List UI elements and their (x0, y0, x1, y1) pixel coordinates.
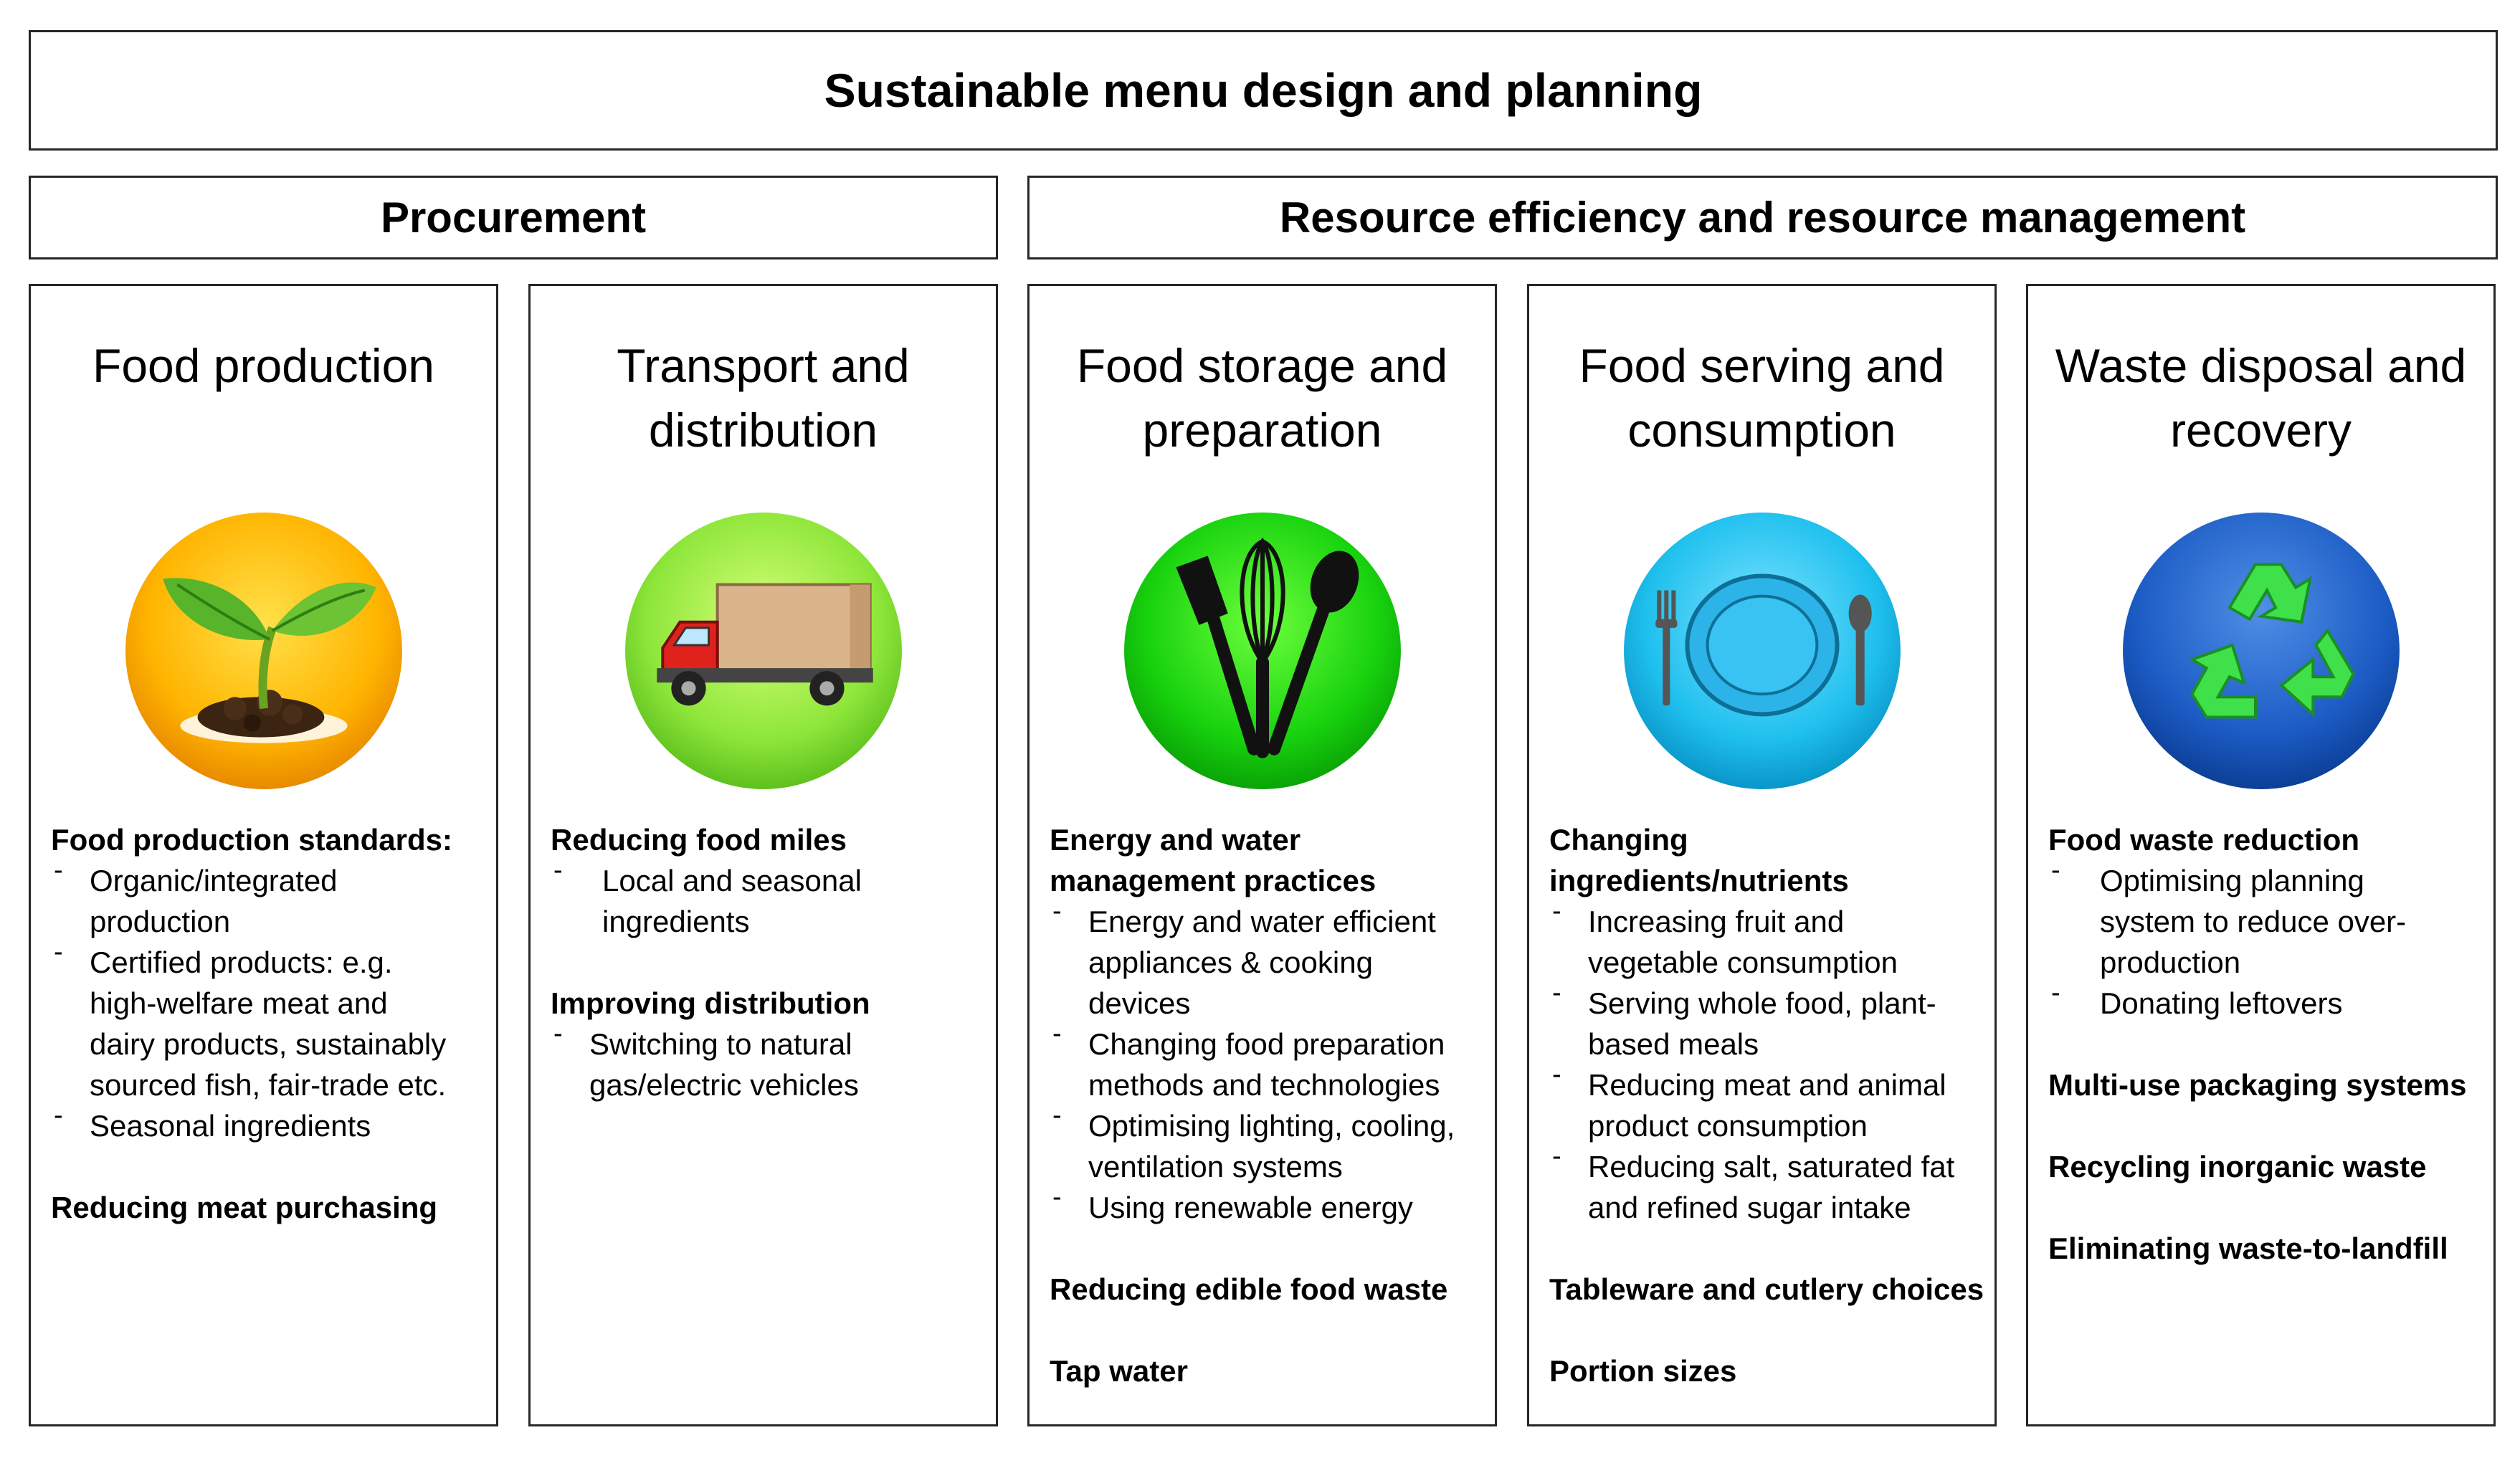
column-waste-disposal-recovery: Waste disposal and recovery (2026, 284, 2496, 1426)
column-food-serving-consumption: Food serving and consumption (1527, 284, 1997, 1426)
list-item: Optimising lighting, cooling, ventilatio… (1050, 1095, 1488, 1187)
list-item: Switching to natural gas/electric vehicl… (551, 1014, 989, 1105)
section-heading: Reducing food miles (551, 823, 847, 857)
list-item: Increasing fruit and vegetable consumpti… (1549, 891, 1987, 983)
section-heading: Energy and water management practices (1050, 823, 1377, 897)
section-heading: Eliminating waste-to-landfill (2048, 1231, 2448, 1265)
list-item: Local and seasonal ingredients (551, 850, 989, 942)
seedling-icon (120, 507, 408, 795)
list-item: Certified products: e.g. high-welfare me… (51, 932, 489, 1105)
list-item: Using renewable energy (1050, 1177, 1488, 1228)
diagram-title: Sustainable menu design and planning (824, 64, 1703, 117)
kitchen-utensils-icon (1118, 507, 1407, 795)
group-resource-efficiency: Resource efficiency and resource managem… (1027, 176, 2498, 259)
list-item: Energy and water efficient appliances & … (1050, 891, 1488, 1024)
list-item: Reducing salt, saturated fat and refined… (1549, 1136, 1987, 1228)
column-title: Food production (92, 339, 434, 392)
list-item: Seasonal ingredients (51, 1095, 489, 1146)
section-heading: Reducing meat purchasing (51, 1191, 438, 1224)
column-title: Transport and distribution (617, 339, 910, 457)
section-heading: Portion sizes (1549, 1354, 1737, 1388)
section-heading: Tableware and cutlery choices (1549, 1272, 1984, 1306)
plate-cutlery-icon (1618, 507, 1906, 795)
group-resource-efficiency-title: Resource efficiency and resource managem… (1279, 194, 2246, 242)
column-food-production: Food production (29, 284, 498, 1426)
list-item: Optimising planning system to reduce ove… (2048, 850, 2486, 983)
section-heading: Food production standards: (51, 823, 452, 857)
list-item: Donating leftovers (2048, 973, 2486, 1024)
truck-icon (619, 507, 908, 795)
recycle-icon (2117, 507, 2405, 795)
list-item: Changing food preparation methods and te… (1050, 1014, 1488, 1105)
list-item: Organic/integrated production (51, 850, 489, 942)
section-heading: Recycling inorganic waste (2048, 1150, 2427, 1183)
column-items: Food waste reduction Optimising planning… (2048, 819, 2486, 1269)
column-items: Food production standards: Organic/integ… (51, 819, 489, 1228)
group-procurement-title: Procurement (380, 194, 647, 242)
section-heading: Improving distribution (551, 986, 870, 1020)
column-items: Changing ingredients/nutrients Increasin… (1549, 819, 1987, 1391)
column-title: Waste disposal and recovery (2055, 339, 2467, 457)
list-item: Reducing meat and animal product consump… (1549, 1054, 1987, 1146)
group-procurement: Procurement (29, 176, 998, 259)
section-heading: Changing ingredients/nutrients (1549, 823, 1849, 897)
list-item: Serving whole food, plant- based meals (1549, 973, 1987, 1064)
column-transport-distribution: Transport and distribution (528, 284, 998, 1426)
column-food-storage-preparation: Food storage and preparation (1027, 284, 1497, 1426)
column-title: Food storage and preparation (1076, 339, 1448, 457)
section-heading: Tap water (1050, 1354, 1188, 1388)
section-heading: Multi-use packaging systems (2048, 1068, 2467, 1102)
section-heading: Reducing edible food waste (1050, 1272, 1448, 1306)
section-heading: Food waste reduction (2048, 823, 2360, 857)
column-items: Energy and water management practices En… (1050, 819, 1488, 1391)
title-box: Sustainable menu design and planning (29, 30, 2498, 151)
column-items: Reducing food miles Local and seasonal i… (551, 819, 989, 1105)
column-title: Food serving and consumption (1579, 339, 1945, 457)
